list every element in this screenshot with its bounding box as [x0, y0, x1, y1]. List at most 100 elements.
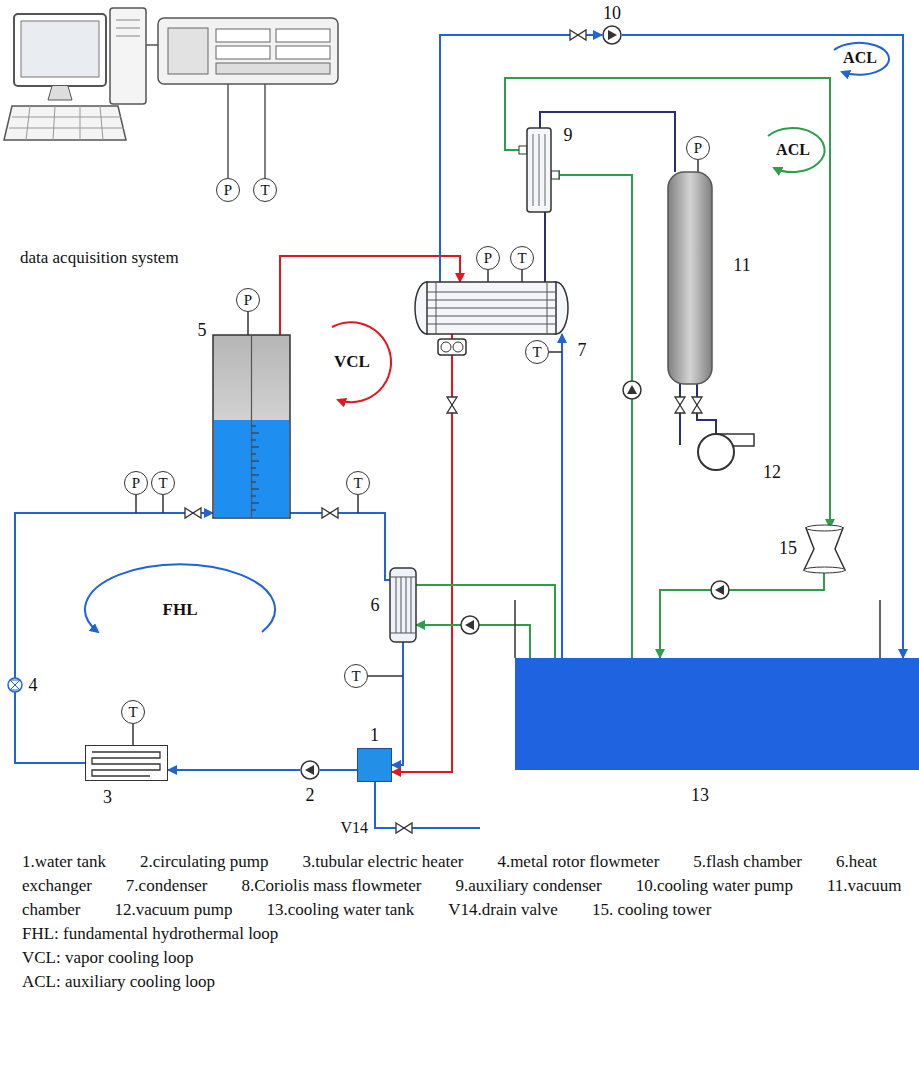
callout-number: 7: [578, 340, 587, 360]
electric-heater: 3: [85, 745, 168, 781]
data-acquisition-unit: [216, 63, 330, 74]
parts-key: 1.water tank2.circulating pump3.tubular …: [22, 850, 902, 994]
callout-number: 3: [103, 787, 112, 807]
gauge-letter: T: [260, 182, 269, 198]
pump-symbol: [301, 761, 319, 779]
auxiliary-condenser-body: [519, 146, 527, 154]
cooling-tower-body: [806, 525, 843, 531]
vacuum-pump: 12: [698, 434, 734, 470]
loop-arrow: [332, 322, 391, 402]
computer: [4, 106, 126, 140]
flash-chamber-body: [213, 335, 290, 518]
key-entry: 9.auxiliary condenser: [455, 876, 601, 895]
condenser-body: [415, 282, 568, 334]
vacuum-chamber-body: [679, 384, 681, 445]
valve-symbol: [447, 397, 457, 413]
key-entry: 8.Coriolis mass flowmeter: [242, 876, 422, 895]
heater-coil: [92, 752, 160, 776]
pipe-line: [561, 334, 563, 658]
gauge-circle: T: [346, 471, 370, 495]
computer: [110, 8, 146, 104]
callout-number: 11: [733, 255, 750, 275]
key-entry: VCL: vapor cooling loop: [22, 946, 902, 970]
key-entry: 4.metal rotor flowmeter: [497, 852, 659, 871]
flash-chamber-body: [252, 454, 257, 455]
condenser-body: [427, 282, 556, 334]
data-acquisition-unit: [158, 18, 338, 84]
pipe-line: [392, 642, 403, 765]
callout-number: 13: [691, 785, 709, 805]
pipe-line: [15, 692, 85, 763]
coriolis-flowmeter-symbol: [438, 339, 466, 355]
heat-exchanger-body: [390, 577, 416, 633]
callout-number: 15: [779, 538, 797, 558]
key-entry: 15. cooling tower: [592, 900, 711, 919]
auxiliary-condenser-body: [551, 171, 559, 179]
water-tank: 1: [357, 748, 392, 782]
pipe-line: [660, 570, 824, 658]
key-entry: ACL: auxiliary cooling loop: [22, 970, 902, 994]
loop-arrow: [85, 43, 889, 632]
gauge-circle: T: [253, 178, 277, 202]
callout-number: 5: [198, 320, 207, 340]
flowmeter-symbol: [8, 678, 22, 692]
cooling-water-tank-body: [515, 600, 880, 658]
circulating-pump: 2: [300, 760, 320, 780]
gauge-connection: [521, 270, 523, 282]
vacuum-chamber-body: [668, 172, 712, 384]
cooling-water-tank-body: [515, 600, 919, 770]
vacuum-chamber-body: [668, 172, 712, 445]
flowmeter-symbol: [10, 680, 20, 690]
gauge-letter: P: [244, 292, 252, 308]
condenser-body: [427, 282, 556, 334]
coriolis-flowmeter-symbol: [438, 339, 466, 355]
pump-symbol: [623, 381, 641, 399]
data-acquisition-unit: [276, 46, 330, 59]
gauge-letter: T: [128, 704, 137, 720]
flash-chamber-body: [252, 489, 260, 490]
gauge-connection: [132, 724, 134, 745]
vacuum-pump-body: [698, 434, 734, 470]
data-acquisition-unit: [168, 28, 208, 74]
flash-chamber-body: [252, 433, 260, 434]
gauge-letter: P: [694, 140, 702, 156]
cooling-water-pump: 10: [602, 25, 622, 45]
gauge-letter: T: [532, 344, 541, 360]
gauge-connection: [697, 160, 699, 172]
gauge-letter: P: [484, 250, 492, 266]
loop-arrow: [834, 43, 889, 75]
computer: [48, 86, 72, 100]
coriolis-flowmeter-symbol: [453, 342, 463, 352]
auxiliary-condenser-body: [527, 128, 551, 212]
computer: [4, 8, 158, 140]
key-entry: FHL: fundamental hydrothermal loop: [22, 922, 902, 946]
valve-symbol: [692, 397, 702, 413]
vacuum-chamber: 11: [668, 172, 712, 384]
pump-symbol: [301, 26, 729, 779]
valve-symbol: [396, 823, 412, 833]
condenser: 7: [415, 282, 568, 334]
cooling-tower-body: [804, 528, 845, 570]
gauge-circle: T: [121, 700, 145, 724]
key-entry: 13.cooling water tank: [267, 900, 415, 919]
flowmeter-symbol: [8, 678, 22, 692]
callout-number: 6: [371, 595, 380, 615]
flash-chamber: 5: [213, 335, 290, 518]
computer: [9, 106, 124, 140]
cooling-tower: 15: [806, 528, 843, 570]
gauge-letter: P: [132, 475, 140, 491]
flash-chamber-body: [252, 510, 257, 511]
valve-symbol: [185, 508, 201, 518]
callout-number: 1: [370, 725, 379, 745]
cooling-tower-body: [804, 525, 845, 573]
callout-number: 2: [306, 785, 315, 805]
gauge-connection: [247, 312, 249, 335]
pipe-line: [540, 112, 675, 172]
key-entry: 7.condenser: [126, 876, 208, 895]
gauge-connection: [487, 270, 489, 282]
flash-chamber-body: [252, 468, 257, 469]
flash-chamber-body: [252, 426, 257, 427]
cooling-water-tank: 13: [515, 658, 919, 770]
pipe-line: [290, 513, 390, 580]
